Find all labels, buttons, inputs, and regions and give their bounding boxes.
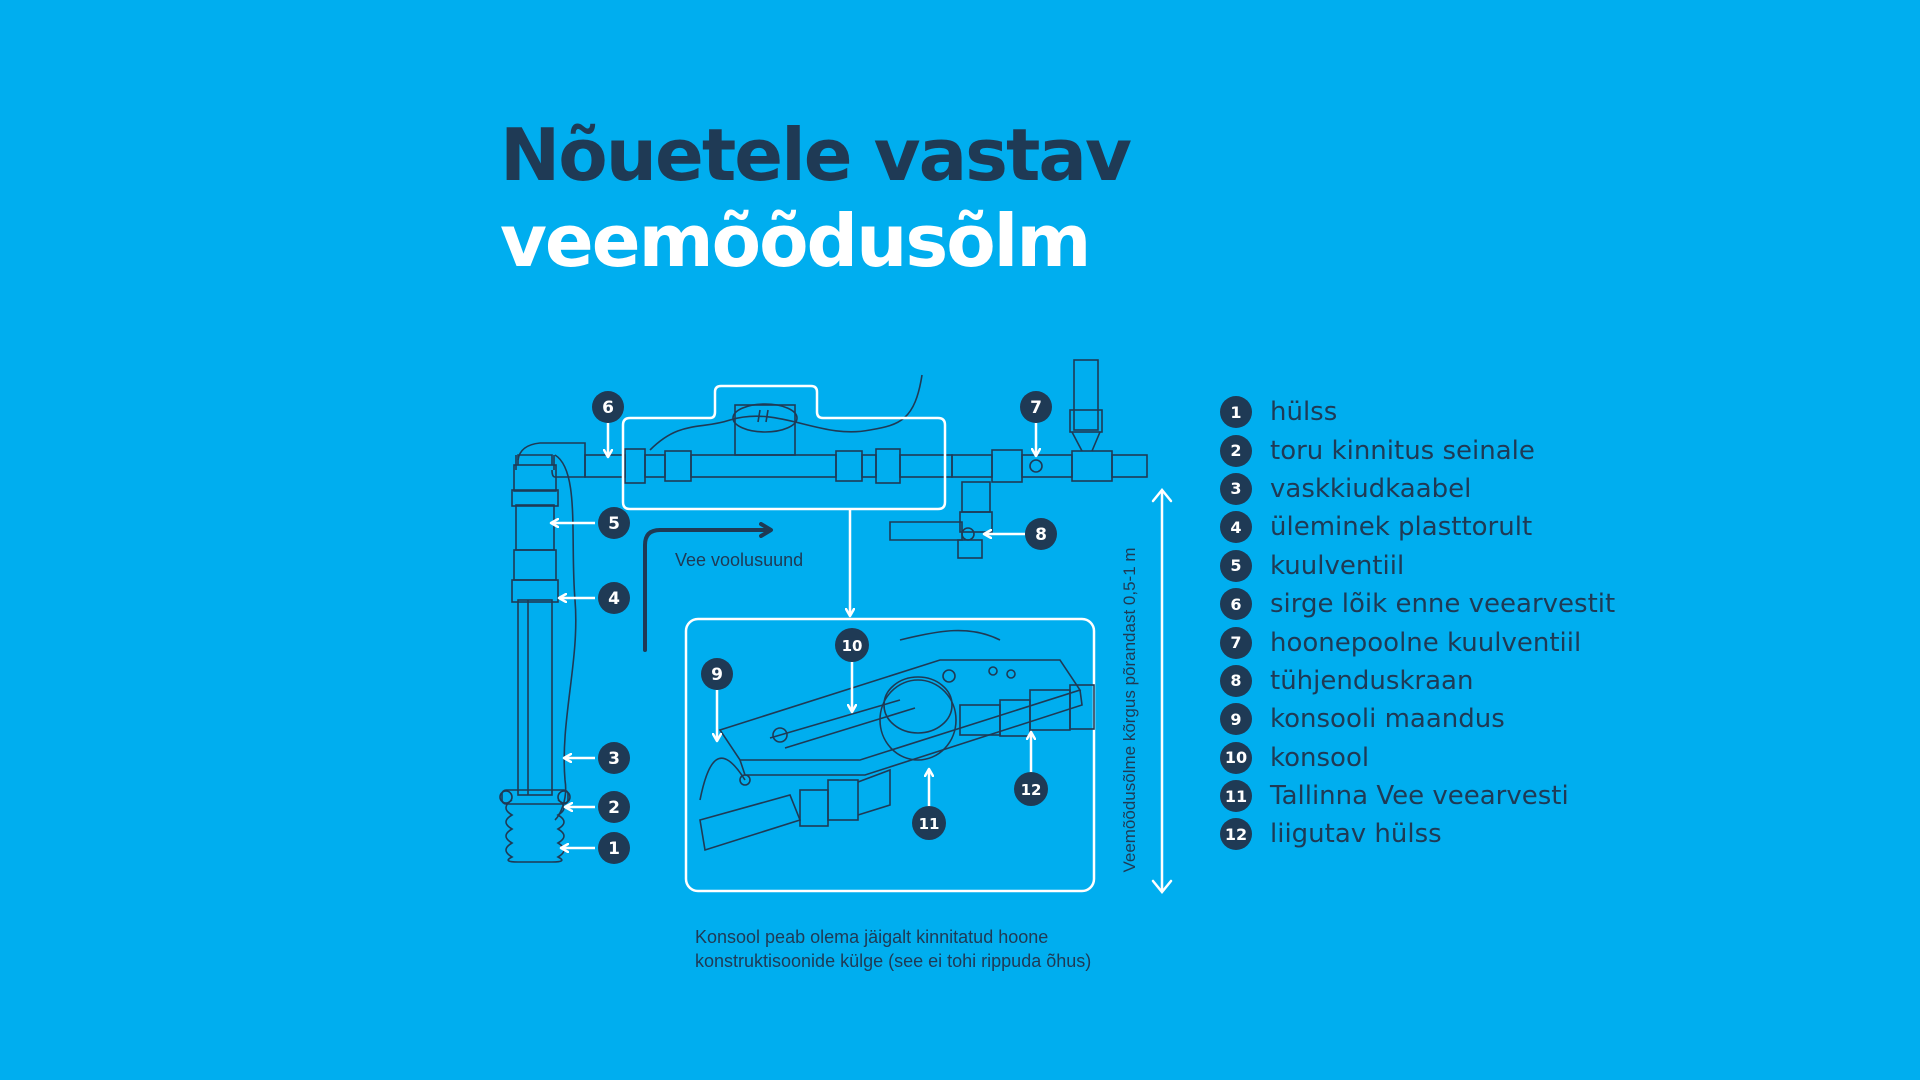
legend-number: 12 (1220, 818, 1252, 851)
legend-label: hülss (1270, 397, 1338, 428)
marker-12: 12 (1014, 772, 1048, 806)
height-arrow-top (1151, 488, 1173, 503)
svg-text:1: 1 (608, 839, 620, 859)
legend-label: tühjenduskraan (1270, 665, 1474, 696)
marker-9: 9 (701, 658, 733, 690)
horizontal-pipe (584, 359, 1148, 559)
legend-item: 12 liigutav hülss (1220, 815, 1615, 853)
marker-11: 11 (912, 806, 946, 840)
legend-item: 7 hoonepoolne kuulventiil (1220, 623, 1615, 661)
marker-10: 10 (835, 628, 869, 662)
straight-section-box (621, 384, 947, 511)
legend-label: konsool (1270, 742, 1370, 773)
legend-number: 7 (1220, 626, 1252, 659)
legend-label: liigutav hülss (1270, 819, 1442, 850)
marker-5: 5 (598, 507, 630, 539)
legend-number: 8 (1220, 664, 1252, 697)
meter-wire (649, 374, 923, 451)
height-arrow-bottom (1151, 879, 1173, 894)
legend-item: 3 vaskkiudkaabel (1220, 470, 1615, 508)
legend-number: 11 (1220, 780, 1252, 813)
marker-4: 4 (598, 582, 630, 614)
legend-item: 8 tühjenduskraan (1220, 662, 1615, 700)
svg-text:12: 12 (1021, 781, 1042, 799)
legend-item: 9 konsooli maandus (1220, 700, 1615, 738)
svg-text:3: 3 (608, 749, 620, 769)
legend-number: 5 (1220, 549, 1252, 582)
legend-label: üleminek plasttorult (1270, 512, 1533, 543)
svg-text:5: 5 (608, 514, 620, 534)
svg-text:11: 11 (919, 815, 940, 833)
legend-item: 10 konsool (1220, 739, 1615, 777)
marker-1: 1 (598, 832, 630, 864)
marker-6: 6 (592, 391, 624, 423)
legend-label: hoonepoolne kuulventiil (1270, 627, 1582, 658)
console-detail-box (684, 617, 1096, 893)
flow-direction-label: Vee voolusuund (675, 550, 804, 570)
console-note: Konsool peab olema jäigalt kinnitatud ho… (695, 927, 1092, 971)
marker-7: 7 (1020, 391, 1052, 423)
legend-label: sirge lõik enne veearvestit (1270, 589, 1616, 620)
legend-item: 5 kuulventiil (1220, 547, 1615, 585)
legend-number: 4 (1220, 511, 1252, 544)
title-line-2: veemõõdusõlm (500, 199, 1091, 283)
legend-label: toru kinnitus seinale (1270, 435, 1535, 466)
legend-number: 3 (1220, 472, 1252, 505)
title-line-1: Nõuetele vastav (500, 113, 1132, 197)
height-dimension-label: Veemõõdusõlme kõrgus põrandast 0,5-1 m (1120, 547, 1139, 873)
legend-item: 2 toru kinnitus seinale (1220, 431, 1615, 469)
legend-number: 2 (1220, 434, 1252, 467)
copper-cable (554, 454, 577, 821)
svg-text:9: 9 (711, 665, 723, 685)
marker-3: 3 (598, 742, 630, 774)
legend-item: 1 hülss (1220, 393, 1615, 431)
svg-text:2: 2 (608, 798, 620, 818)
legend-number: 10 (1220, 741, 1252, 774)
riser-pipe (499, 442, 586, 863)
legend-label: konsooli maandus (1270, 704, 1505, 735)
legend: 1 hülss 2 toru kinnitus seinale 3 vaskkiudk… (1220, 393, 1615, 854)
svg-text:6: 6 (602, 398, 614, 418)
legend-number: 1 (1220, 396, 1252, 429)
page-title: Nõuetele vastav veemõõdusõlm (500, 112, 1132, 284)
console-detail (699, 659, 1095, 852)
legend-label: vaskkiudkaabel (1270, 473, 1472, 504)
marker-2: 2 (598, 791, 630, 823)
legend-number: 9 (1220, 703, 1252, 736)
svg-text:7: 7 (1030, 398, 1042, 418)
flow-direction-arrow (643, 522, 773, 652)
console-ground-wire (699, 629, 1001, 801)
legend-item: 11 Tallinna Vee veearvesti (1220, 777, 1615, 815)
svg-text:4: 4 (608, 589, 620, 609)
legend-label: kuulventiil (1270, 550, 1405, 581)
marker-8: 8 (1025, 518, 1057, 550)
legend-item: 6 sirge lõik enne veearvestit (1220, 585, 1615, 623)
svg-text:8: 8 (1035, 525, 1047, 545)
svg-text:10: 10 (842, 637, 863, 655)
legend-number: 6 (1220, 588, 1252, 621)
legend-label: Tallinna Vee veearvesti (1270, 781, 1569, 812)
legend-item: 4 üleminek plasttorult (1220, 508, 1615, 546)
